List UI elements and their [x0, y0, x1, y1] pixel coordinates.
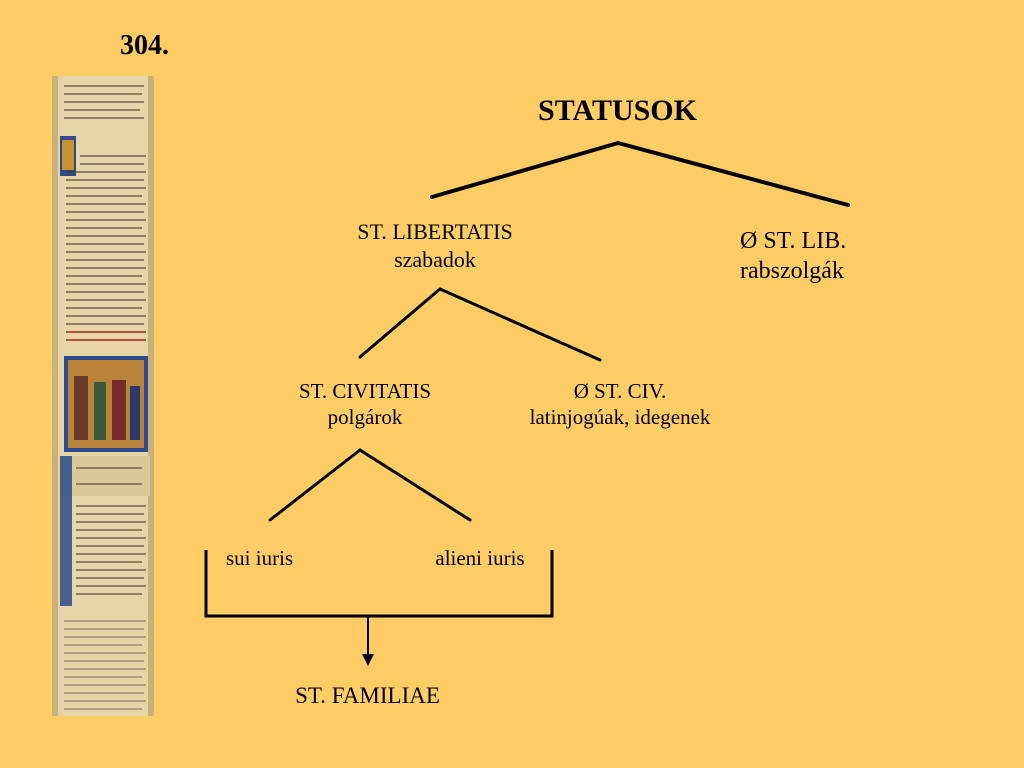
node-non-civitatis-subtitle: latinjogúak, idegenek [529, 405, 711, 430]
node-familiae: ST. FAMILIAE [295, 683, 440, 708]
tree-root: STATUSOK [538, 94, 697, 127]
node-non-civitatis: Ø ST. CIV. latinjogúak, idegenek [495, 378, 745, 431]
family-bracket [204, 550, 554, 618]
node-libertatis-subtitle: szabadok [394, 246, 476, 272]
node-non-civitatis-title: Ø ST. CIV. [573, 379, 667, 403]
node-civitatis-subtitle: polgárok [327, 405, 403, 430]
edge-civ-alieni [358, 448, 472, 522]
edge-lib-nociv [438, 287, 602, 362]
familiae-arrow-head [362, 654, 374, 666]
node-civitatis: ST. CIVITATIS polgárok [260, 378, 470, 431]
node-civitatis-title: ST. CIVITATIS [298, 379, 432, 403]
node-libertatis-title: ST. LIBERTATIS [357, 219, 513, 244]
node-alieni-iuris: alieni iuris [435, 546, 525, 570]
edge-lib-civ [358, 287, 442, 359]
manuscript-image [52, 76, 154, 716]
slide-number: 304. [120, 30, 169, 61]
edge-root-libertatis [430, 141, 620, 199]
edge-root-nonlibertatis [616, 141, 850, 207]
node-libertatis: ST. LIBERTATIS szabadok [320, 218, 550, 273]
node-sui-iuris: sui iuris [226, 546, 294, 570]
node-non-libertatis-title: Ø ST. LIB. [740, 228, 847, 254]
node-non-libertatis-subtitle: rabszolgák [740, 258, 844, 284]
node-non-libertatis: Ø ST. LIB. rabszolgák [740, 226, 920, 286]
edge-civ-sui [268, 448, 362, 522]
